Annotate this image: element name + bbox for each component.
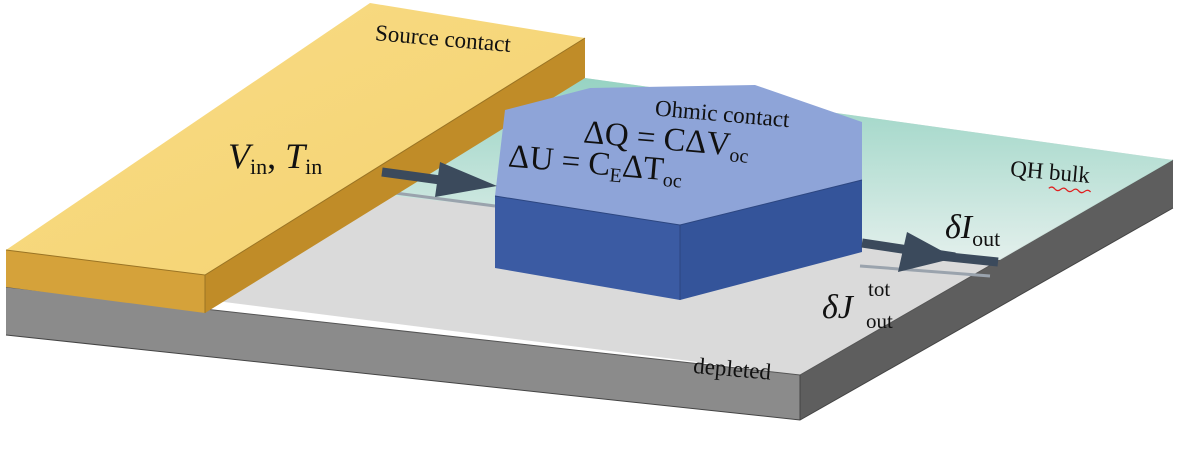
arrow-in bbox=[381, 162, 497, 197]
ohmic-contact-right-face bbox=[680, 180, 862, 300]
arrow-out bbox=[861, 232, 999, 272]
ohmic-contact bbox=[494, 85, 863, 300]
delta-j-out-tot-sup: tot bbox=[868, 277, 890, 301]
substrate-front-face bbox=[6, 287, 800, 420]
spellcheck-underline bbox=[1048, 186, 1092, 194]
energy-equation: ΔU = CEΔToc bbox=[507, 139, 685, 193]
source-contact-top-surface bbox=[6, 3, 585, 275]
right-arrow-icon bbox=[435, 162, 497, 197]
delta-i-out-label: δIout bbox=[945, 209, 1000, 251]
ohmic-contact-front-face bbox=[495, 196, 680, 300]
edge-channel-out bbox=[859, 264, 991, 278]
substrate-right-face bbox=[800, 160, 1173, 420]
vin-tin-label: Vin, Tin bbox=[228, 136, 322, 179]
delta-j-out-tot-sub: out bbox=[866, 309, 893, 333]
right-arrow-icon bbox=[898, 232, 955, 272]
source-contact-front-face bbox=[6, 250, 205, 313]
ohmic-contact-top-surface bbox=[495, 85, 862, 225]
edge-channel-in bbox=[394, 191, 496, 208]
delta-j-out-tot-label: δJ bbox=[822, 289, 855, 326]
